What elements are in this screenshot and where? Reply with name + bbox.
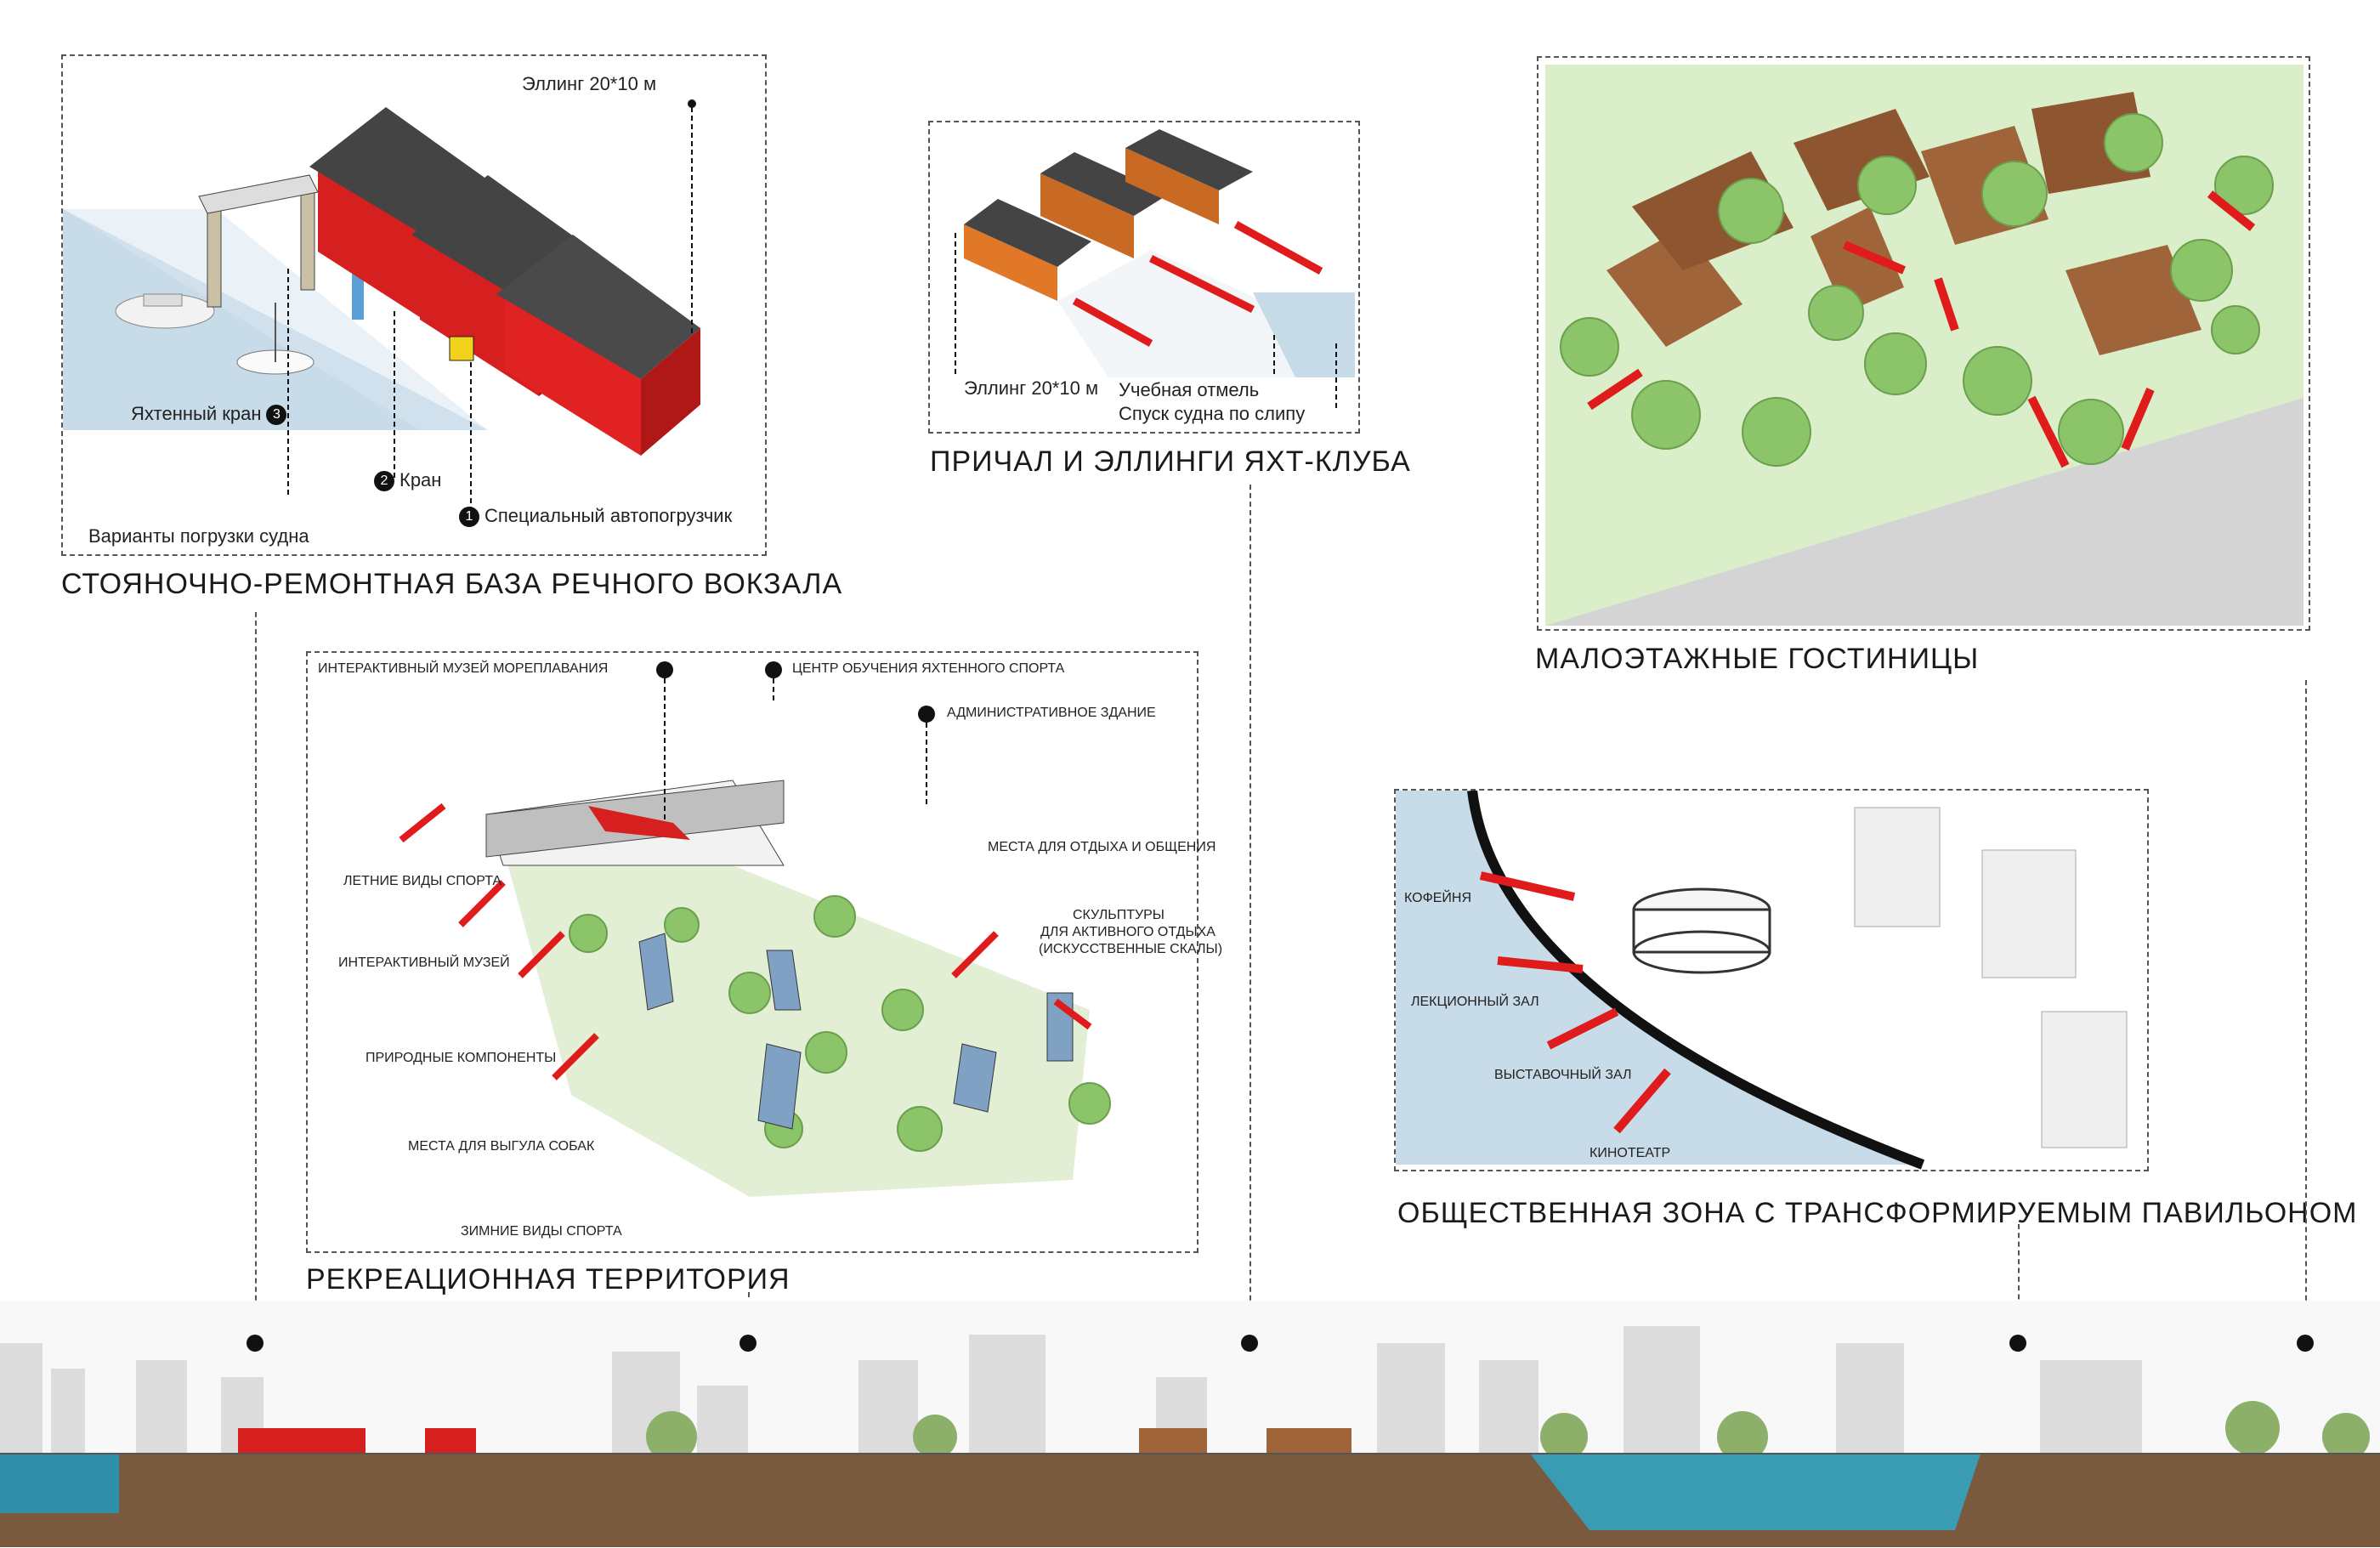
base-illustration: [63, 99, 700, 515]
yacht-illustration: [955, 129, 1355, 411]
summer-label: Летние виды спорта: [343, 874, 502, 888]
lecture-label: Лекционный зал: [1411, 995, 1539, 1009]
recreation-illustration: [399, 661, 1111, 1197]
base-caption: Стояночно-ремонтная база речного вокзала: [61, 568, 843, 600]
connector-base: [255, 612, 257, 1343]
marker-3: 3: [266, 405, 287, 426]
recreation-panel: Интерактивный музей мореплавания Центр о…: [306, 651, 1222, 1253]
section-markers: [246, 1335, 2314, 1352]
background-buildings: [0, 1326, 2142, 1454]
connector-public: [2018, 1224, 2020, 1343]
public-panel: Кофейня Лекционный зал Выставочный зал К…: [1394, 789, 2149, 1171]
elling-buildings: [309, 107, 700, 456]
dogs-label: Места для выгула собак: [408, 1139, 595, 1154]
slipway-label: Спуск судна по слипу: [1119, 403, 1306, 424]
loader-text: Специальный автопогрузчик: [484, 505, 733, 526]
interactive-label: Интерактивный музей: [338, 955, 510, 970]
admin-label: Административное здание: [947, 706, 1156, 720]
crane-text: Кран: [400, 469, 442, 490]
yacht-elling-label: Эллинг 20*10 м: [964, 377, 1099, 399]
city-blocks: [1854, 807, 2128, 1148]
crane-label: 2 Кран: [369, 469, 442, 492]
exhibition-label: Выставочный зал: [1494, 1068, 1632, 1082]
section-trees: [646, 1401, 2370, 1462]
yacht-crane-text: Яхтенный кран: [131, 403, 262, 424]
hotel-trees: [1560, 113, 2274, 467]
sculptures-label-2: для активного отдыха: [1040, 925, 1216, 939]
park-trees: [569, 895, 1111, 1152]
recreation-caption: Рекреационная территория: [306, 1263, 790, 1296]
recreation-arrows: [399, 802, 1092, 1080]
sculptures-label-3: (искусственные скалы): [1039, 942, 1223, 956]
hotel-arrows: [1587, 190, 2256, 468]
connector-yacht: [1250, 485, 1251, 1343]
public-caption: Общественная зона с трансформируемым пав…: [1397, 1197, 2358, 1229]
base-elling-label: Эллинг 20*10 м: [522, 73, 657, 94]
hotels-panel: [1537, 56, 2310, 631]
public-arrows: [1479, 871, 1671, 1134]
marker-2: 2: [374, 471, 394, 492]
hotels-illustration: [1545, 65, 2304, 626]
cafe-label: Кофейня: [1404, 891, 1472, 905]
yacht-caption: Причал и эллинги яхт-клуба: [930, 445, 1411, 478]
center-label: Центр обучения яхтенного спорта: [792, 661, 1065, 676]
training-label: Учебная отмель: [1119, 379, 1260, 400]
sculptures-label-1: Скульптуры: [1073, 908, 1164, 922]
site-section: [0, 1301, 2380, 1547]
rest-label: Места для отдыха и общения: [988, 840, 1216, 854]
variants-label: Варианты погрузки судна: [88, 525, 309, 547]
winter-label: Зимние виды спорта: [461, 1224, 622, 1239]
connector-hotels: [2305, 680, 2307, 1343]
marker-1: 1: [459, 507, 479, 528]
museum-label: Интерактивный музей мореплавания: [318, 661, 609, 676]
nature-label: Природные компоненты: [366, 1051, 557, 1065]
public-illustration: [1396, 791, 2128, 1170]
cinema-label: Кинотеатр: [1590, 1146, 1671, 1160]
hotels-caption: Малоэтажные гостиницы: [1535, 643, 1980, 675]
yacht-panel: Эллинг 20*10 м Учебная отмель Спуск судн…: [928, 121, 1360, 434]
